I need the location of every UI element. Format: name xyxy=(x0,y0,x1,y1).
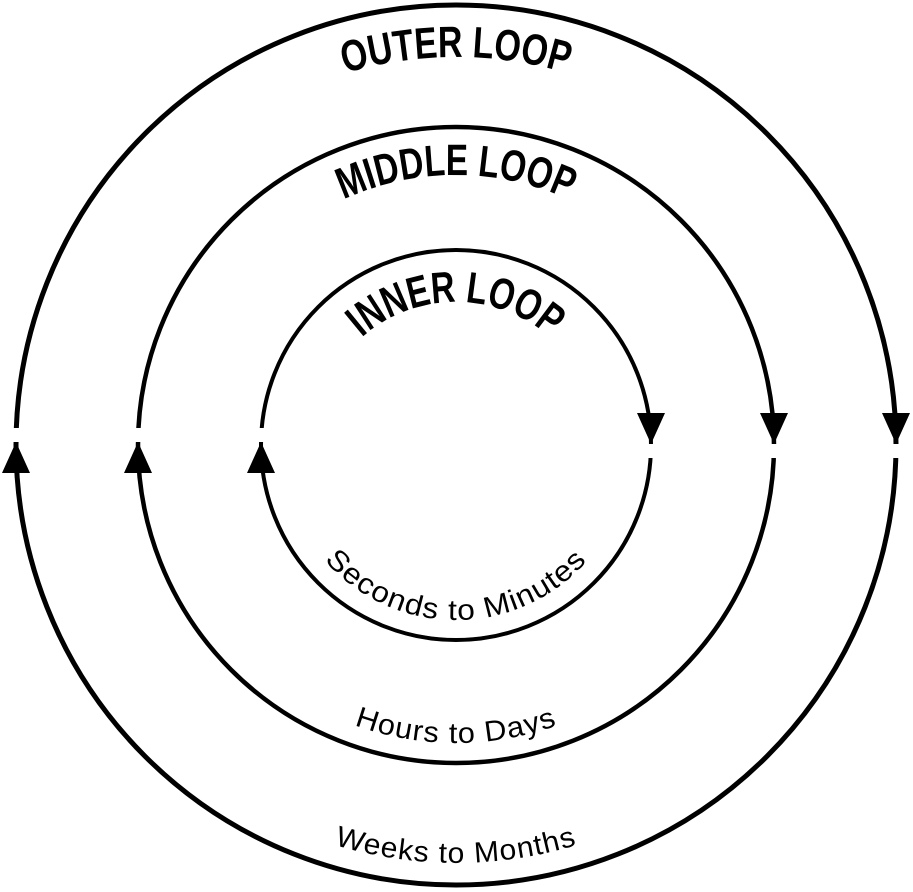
inner-loop-arrow-up-icon xyxy=(247,442,275,473)
gap-right-inner xyxy=(644,444,658,458)
outer-loop-arrow-up-icon xyxy=(2,442,30,473)
middle-loop-arrow-up-icon xyxy=(124,442,152,473)
gap-right-outer xyxy=(889,444,903,458)
inner-loop-arrow-down-icon xyxy=(637,413,665,444)
outer-loop-arrow-down-icon xyxy=(882,413,910,444)
gap-left-middle xyxy=(131,428,145,442)
gap-left-inner xyxy=(254,428,268,442)
gap-left-outer xyxy=(9,428,23,442)
arrow-gaps xyxy=(9,428,903,458)
gap-right-middle xyxy=(767,444,781,458)
middle-loop-arrow-down-icon xyxy=(760,413,788,444)
